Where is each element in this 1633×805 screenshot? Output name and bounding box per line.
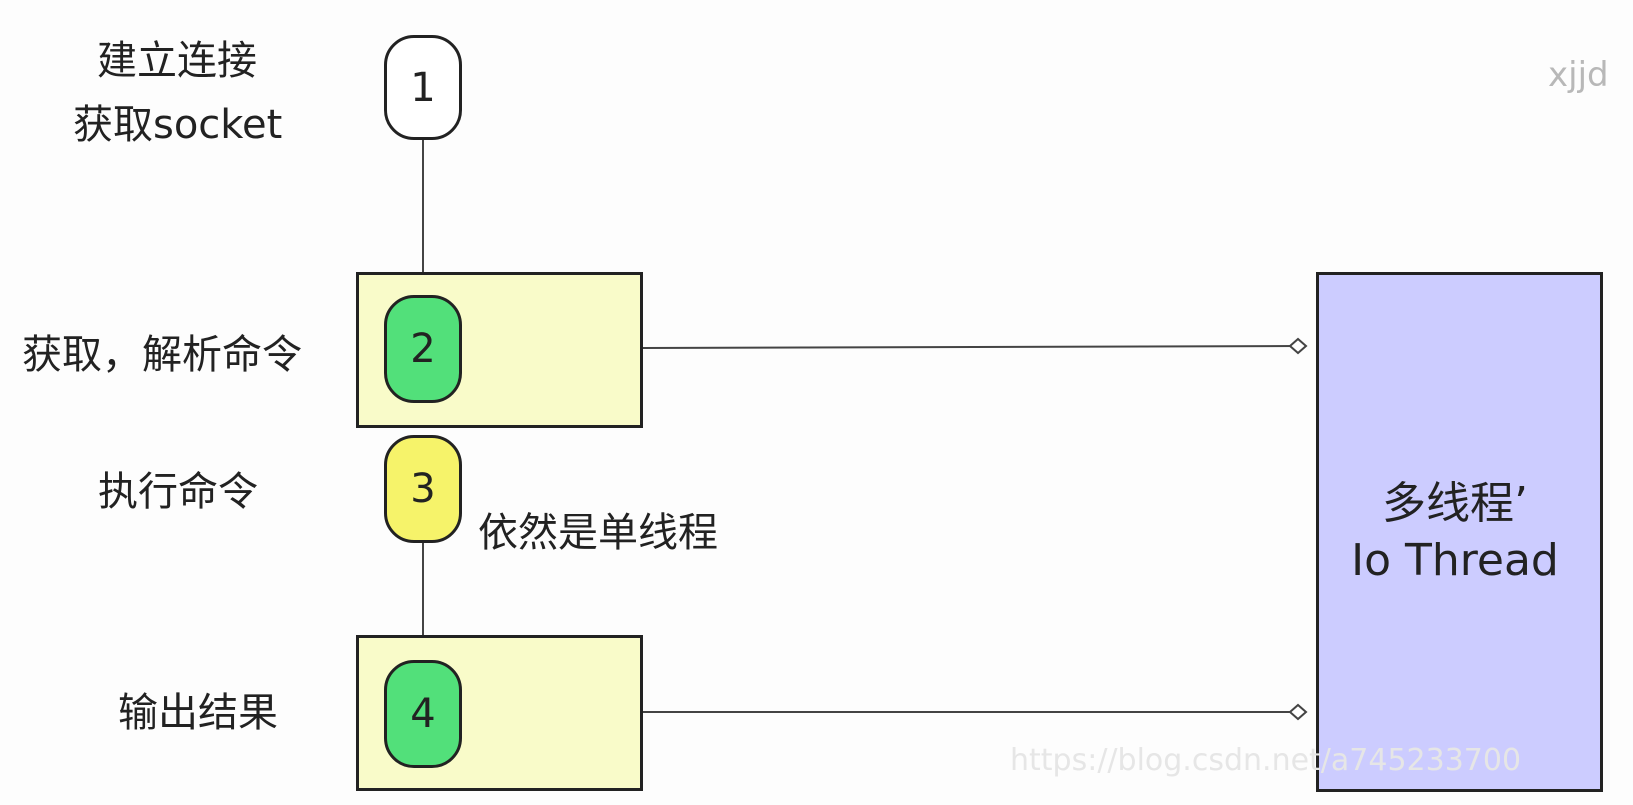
label-step1-line2: 获取socket	[73, 102, 283, 148]
source-watermark: https://blog.csdn.net/a745233700	[1010, 743, 1522, 778]
label-step4: 输出结果	[118, 690, 278, 736]
connector-2-io	[642, 345, 1301, 349]
io-thread-box	[1316, 272, 1603, 792]
label-step2: 获取，解析命令	[22, 332, 302, 378]
diamond-io-top	[1288, 337, 1308, 355]
node-3-number: 3	[410, 466, 436, 512]
io-thread-line1: 多线程’	[1382, 478, 1528, 529]
diamond-io-bottom	[1288, 703, 1308, 721]
io-thread-line2: Io Thread	[1351, 535, 1559, 587]
label-step3: 执行命令	[98, 469, 258, 515]
node-1: 1	[384, 35, 462, 140]
node-2-number: 2	[410, 326, 436, 372]
watermark-text: xjjd	[1548, 55, 1609, 95]
io-thread-label: 多线程’ Io Thread	[1325, 475, 1585, 589]
node-2: 2	[384, 295, 462, 403]
node-4: 4	[384, 660, 462, 768]
label-step1-line1: 建立连接	[97, 38, 257, 84]
node-1-number: 1	[410, 64, 436, 111]
label-single-thread-note: 依然是单线程	[478, 510, 718, 556]
node-4-number: 4	[410, 691, 436, 737]
node-3: 3	[384, 435, 462, 543]
